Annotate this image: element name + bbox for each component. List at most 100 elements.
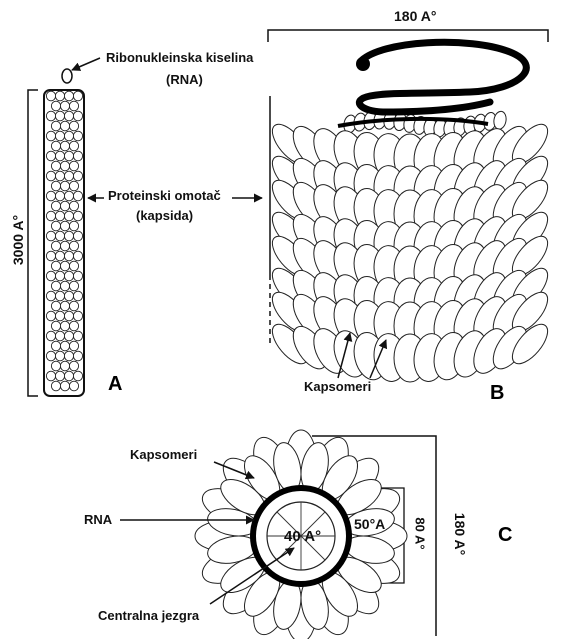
- rod-subunit: [55, 351, 64, 361]
- rod-subunit: [73, 171, 82, 181]
- rod-subunit: [55, 171, 64, 181]
- rod-subunit: [69, 161, 78, 171]
- rod-subunit: [55, 311, 64, 321]
- rod-subunit: [46, 291, 55, 301]
- rod-subunit: [60, 101, 69, 111]
- rod-subunit: [51, 101, 60, 111]
- rod-subunit: [69, 201, 78, 211]
- rod-subunit: [69, 261, 78, 271]
- rod-subunit: [73, 271, 82, 281]
- rod-subunit: [69, 121, 78, 131]
- rod-subunit: [55, 231, 64, 241]
- rod-subunit: [60, 361, 69, 371]
- rod-subunit: [46, 191, 55, 201]
- rod-subunit: [64, 191, 73, 201]
- rod-subunit: [46, 251, 55, 261]
- rod-subunits: [46, 91, 82, 391]
- rod-subunit: [51, 381, 60, 391]
- rod-subunit: [51, 221, 60, 231]
- dimension-ring: 80 A°: [413, 506, 428, 562]
- rod-subunit: [46, 91, 55, 101]
- rod-subunit: [69, 141, 78, 151]
- label-rna-paren: (RNA): [166, 72, 203, 88]
- rod-subunit: [60, 301, 69, 311]
- rod-subunit: [73, 311, 82, 321]
- rod-subunit: [51, 301, 60, 311]
- rod-subunit: [51, 361, 60, 371]
- rod-subunit: [64, 351, 73, 361]
- rod-subunit: [60, 181, 69, 191]
- label-capsid: (kapsida): [136, 208, 193, 224]
- rod-subunit: [69, 381, 78, 391]
- rod-subunit: [73, 331, 82, 341]
- rod-subunit: [60, 161, 69, 171]
- rod-subunit: [46, 351, 55, 361]
- rod-subunit: [46, 111, 55, 121]
- rod-subunit: [51, 141, 60, 151]
- rod-subunit: [55, 331, 64, 341]
- rod-subunit: [60, 381, 69, 391]
- rod-subunit: [46, 131, 55, 141]
- rod-subunit: [64, 311, 73, 321]
- dimension-groove: 50°A: [354, 516, 385, 532]
- label-capsomeres-c: Kapsomeri: [130, 447, 197, 463]
- rod-subunit: [64, 91, 73, 101]
- dimension-length: 3000 A°: [10, 210, 26, 270]
- rod-subunit: [69, 221, 78, 231]
- rod-subunit: [64, 171, 73, 181]
- crown-subunit: [493, 110, 508, 130]
- rod-subunit: [60, 201, 69, 211]
- rod-subunit: [73, 111, 82, 121]
- rod-subunit: [51, 261, 60, 271]
- rod-subunit: [64, 111, 73, 121]
- rod-subunit: [69, 361, 78, 371]
- rod-subunit: [60, 281, 69, 291]
- rod-subunit: [64, 211, 73, 221]
- label-rna-c: RNA: [84, 512, 112, 528]
- rna-helix-end: [356, 57, 370, 71]
- rod-subunit: [73, 231, 82, 241]
- panel-b-segment: [266, 30, 554, 383]
- rod-subunit: [55, 131, 64, 141]
- rod-subunit: [64, 151, 73, 161]
- rod-subunit: [46, 371, 55, 381]
- rod-subunit: [51, 321, 60, 331]
- width-bracket-b: [268, 30, 548, 42]
- rod-subunit: [51, 181, 60, 191]
- arrow-rna-a: [72, 58, 100, 70]
- rod-subunit: [55, 371, 64, 381]
- dimension-core: 40 A°: [284, 528, 321, 545]
- rod-subunit: [69, 281, 78, 291]
- rod-subunit: [51, 241, 60, 251]
- rod-subunit: [64, 331, 73, 341]
- rod-subunit: [46, 271, 55, 281]
- rod-subunit: [46, 151, 55, 161]
- rna-end-stub: [62, 69, 72, 83]
- dimension-width-c: 180 A°: [452, 504, 468, 564]
- rod-subunit: [55, 211, 64, 221]
- rna-helix: [359, 42, 526, 112]
- rod-subunit: [46, 331, 55, 341]
- rod-subunit: [51, 161, 60, 171]
- rod-subunit: [64, 251, 73, 261]
- rod-subunit: [73, 371, 82, 381]
- rod-subunit: [51, 341, 60, 351]
- rod-subunit: [60, 241, 69, 251]
- rod-subunit: [64, 131, 73, 141]
- panel-label-a: A: [108, 373, 122, 396]
- rod-subunit: [60, 221, 69, 231]
- rod-subunit: [51, 121, 60, 131]
- panel-label-b: B: [490, 382, 504, 405]
- rod-subunit: [55, 91, 64, 101]
- rod-subunit: [55, 191, 64, 201]
- rod-subunit: [69, 101, 78, 111]
- rod-subunit: [51, 201, 60, 211]
- rod-subunit: [46, 211, 55, 221]
- rod-subunit: [73, 151, 82, 161]
- rod-subunit: [73, 251, 82, 261]
- rod-subunit: [55, 271, 64, 281]
- panel-label-c: C: [498, 524, 512, 547]
- rod-subunit: [51, 281, 60, 291]
- label-rna-long: Ribonukleinska kiselina: [106, 50, 253, 66]
- length-bracket: [28, 90, 38, 396]
